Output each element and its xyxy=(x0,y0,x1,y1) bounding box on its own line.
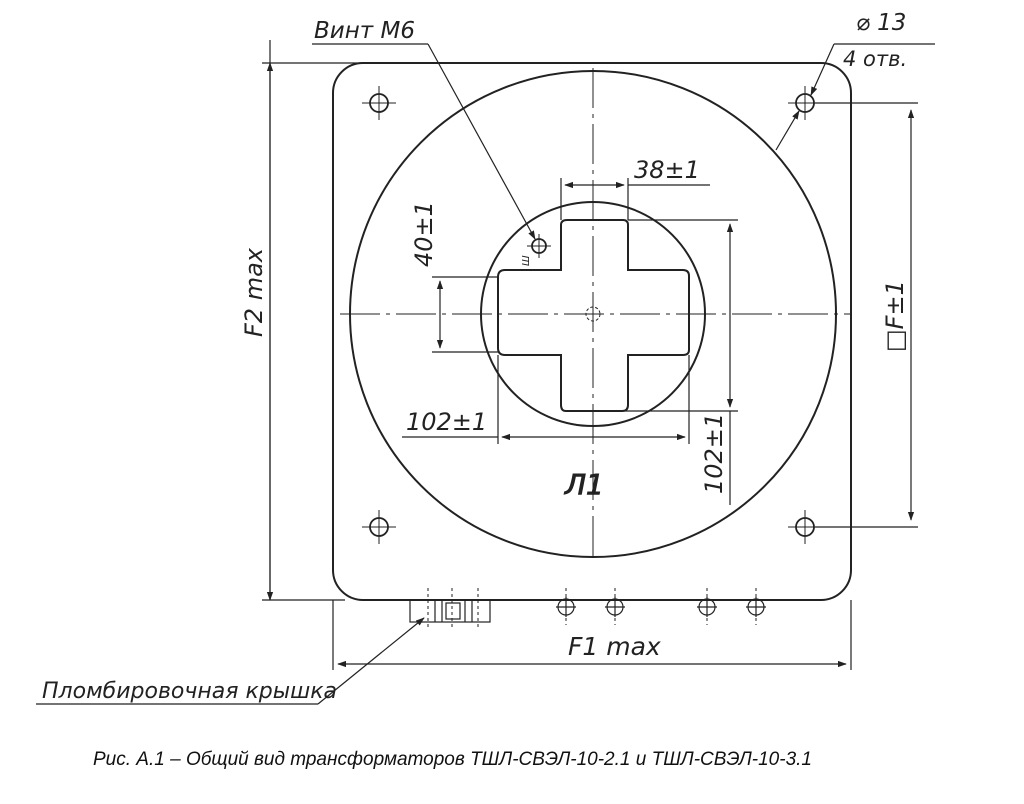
label-dim-40: 40±1 xyxy=(410,201,438,267)
mounting-hole-top-left xyxy=(362,86,396,120)
seal-cover xyxy=(409,599,491,623)
label-dim-102-horizontal: 102±1 xyxy=(406,408,487,436)
label-dim-38: 38±1 xyxy=(634,156,700,184)
label-dim-f1-max: F1 max xyxy=(568,632,661,661)
center-mark xyxy=(585,306,601,322)
label-hole-diameter: ⌀ 13 xyxy=(856,10,906,36)
label-dim-102-vertical: 102±1 xyxy=(700,413,728,494)
base-plate xyxy=(332,62,852,601)
label-dim-f2-max: F2 max xyxy=(240,247,268,337)
label-seal-cover: Пломбировочная крышка xyxy=(42,679,337,704)
label-hole-count: 4 отв. xyxy=(843,47,907,71)
label-terminal-l1: Л1 xyxy=(564,468,604,501)
mounting-hole-bottom-left xyxy=(362,510,396,544)
label-dim-f: □F±1 xyxy=(881,280,909,352)
screw-m6 xyxy=(527,234,551,258)
label-small-mark: Ш xyxy=(521,255,532,266)
label-screw-m6: Винт М6 xyxy=(314,18,415,44)
figure-caption: Рис. А.1 – Общий вид трансформаторов ТШЛ… xyxy=(93,749,812,770)
